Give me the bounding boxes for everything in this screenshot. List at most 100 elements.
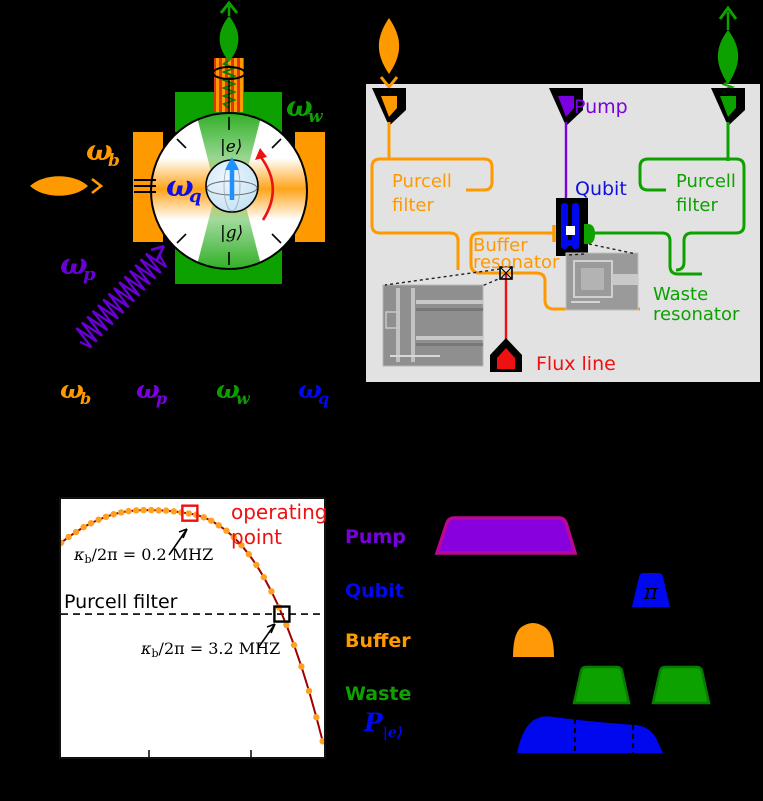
svg-text:ω: ω (166, 169, 194, 203)
data-point (170, 508, 178, 515)
pump-port (549, 88, 583, 126)
waste-resonator-line (594, 231, 702, 276)
data-point (148, 506, 155, 514)
data-point (87, 520, 95, 527)
flux-port (490, 338, 522, 372)
sem-image-buffer (382, 284, 484, 367)
svg-text:Purcell: Purcell (392, 171, 452, 192)
svg-text:ω: ω (60, 247, 88, 281)
data-point (95, 516, 102, 523)
pe-dashed-markers (574, 719, 634, 753)
kappa-crossing-label: κb/2π = 3.2 MHZ (141, 639, 281, 660)
panel-a-svg: |e⟩ |g⟩ ω b ω w ω q ω (30, 0, 329, 408)
data-point (155, 507, 162, 514)
data-point (200, 514, 208, 521)
svg-text:b: b (108, 151, 120, 171)
bloch-sphere (205, 157, 259, 213)
pump-beam (75, 244, 168, 349)
pump-pulse (434, 516, 578, 555)
svg-text:Purcell: Purcell (676, 171, 736, 192)
data-point (80, 523, 87, 531)
waste-resonator-label: Waste resonator (653, 284, 740, 325)
data-point (268, 588, 275, 595)
waste-pulse-2 (651, 665, 711, 705)
purcell-filter-level-label: Purcell filter (64, 591, 178, 613)
data-point (305, 687, 313, 695)
input-photon-icon (30, 176, 104, 196)
axis-omega-q: ω q (298, 375, 329, 408)
zoom-callout-lines (384, 243, 637, 287)
svg-text:filter: filter (676, 195, 718, 216)
data-point (290, 641, 298, 649)
data-point (215, 522, 222, 529)
omega-b-label: ω b (86, 134, 120, 171)
data-point (110, 511, 117, 518)
svg-text:Buffer: Buffer (473, 235, 528, 256)
purcell-filter-left-label: Purcell filter (392, 171, 452, 216)
buffer-resonator-line (469, 231, 640, 311)
svg-text:resonator: resonator (473, 252, 560, 273)
buffer-port (372, 88, 406, 160)
operating-point-label: operating point (231, 500, 328, 549)
emitted-photon-icon (219, 0, 239, 62)
axis-omega-b: ω b (60, 375, 91, 408)
data-point (118, 509, 125, 516)
axis-omega-w: ω w (216, 375, 251, 408)
svg-text:ω: ω (298, 375, 322, 404)
pe-population-curve (517, 716, 663, 753)
annotation-arrows (168, 528, 276, 649)
purcell-filter-right-line (638, 157, 746, 272)
kappa-operating-label: κb/2π = 0.2 MHZ (74, 545, 214, 566)
ket-g-label: |g⟩ (220, 223, 243, 243)
panel-b-device-schematic: Pump Qubit Purcell filter Purcell filter… (360, 0, 763, 400)
data-point (125, 507, 132, 515)
data-point (133, 507, 140, 514)
axis-omega-p: ω p (136, 375, 167, 408)
buffer-input-photon-icon (378, 18, 400, 90)
data-point (102, 513, 110, 521)
data-point (253, 561, 260, 569)
waste-row-label: Waste (345, 683, 412, 705)
output-tube (212, 58, 246, 112)
svg-text:p: p (156, 389, 167, 408)
data-point (65, 533, 72, 541)
panel-d-svg: π (434, 516, 711, 753)
pump-label: Pump (574, 96, 628, 118)
svg-text:Waste: Waste (653, 284, 708, 305)
panel-a-qubit-cartoon: |e⟩ |g⟩ ω b ω w ω q ω (0, 0, 360, 430)
data-point (163, 507, 170, 514)
data-point (223, 527, 230, 534)
sem-image-waste (565, 252, 639, 311)
svg-text:ω: ω (86, 134, 113, 167)
data-point (230, 533, 237, 541)
data-point (140, 506, 147, 514)
operating-point-marker (181, 504, 199, 522)
qubit-pi-pulse (632, 573, 670, 607)
omega-q-label: ω q (166, 169, 202, 207)
capacitor-icon (134, 179, 156, 193)
svg-text:b: b (80, 389, 91, 408)
rotation-arrow (255, 148, 275, 221)
crossing-point-marker (273, 605, 291, 623)
data-point (260, 573, 267, 581)
axis-ticks (148, 750, 252, 757)
omega-p-label: ω p (60, 247, 96, 285)
data-point (238, 541, 245, 549)
flux-line-label: Flux line (536, 353, 616, 375)
waste-port (711, 88, 745, 161)
qubit-block (556, 198, 595, 256)
buffer-pulse (513, 623, 554, 657)
waste-qubit-coupler (584, 224, 595, 244)
svg-text:p: p (83, 264, 96, 285)
svg-text:q: q (318, 389, 329, 408)
data-point (319, 738, 326, 745)
data-point (207, 517, 215, 524)
svg-text:w: w (308, 107, 324, 127)
qubit-label: Qubit (575, 178, 627, 200)
panel-d-pulse-sequence: π Pump Qubit Buffer Waste P|e⟩ (340, 497, 763, 797)
buffer-resonator-label: Buffer resonator (473, 235, 560, 273)
qubit-row-label: Qubit (345, 580, 404, 602)
phase-ticks (176, 117, 282, 265)
frequency-axis-labels: ω b ω p ω w ω q (60, 375, 329, 408)
purcell-filter-right-label: Purcell filter (676, 171, 736, 216)
